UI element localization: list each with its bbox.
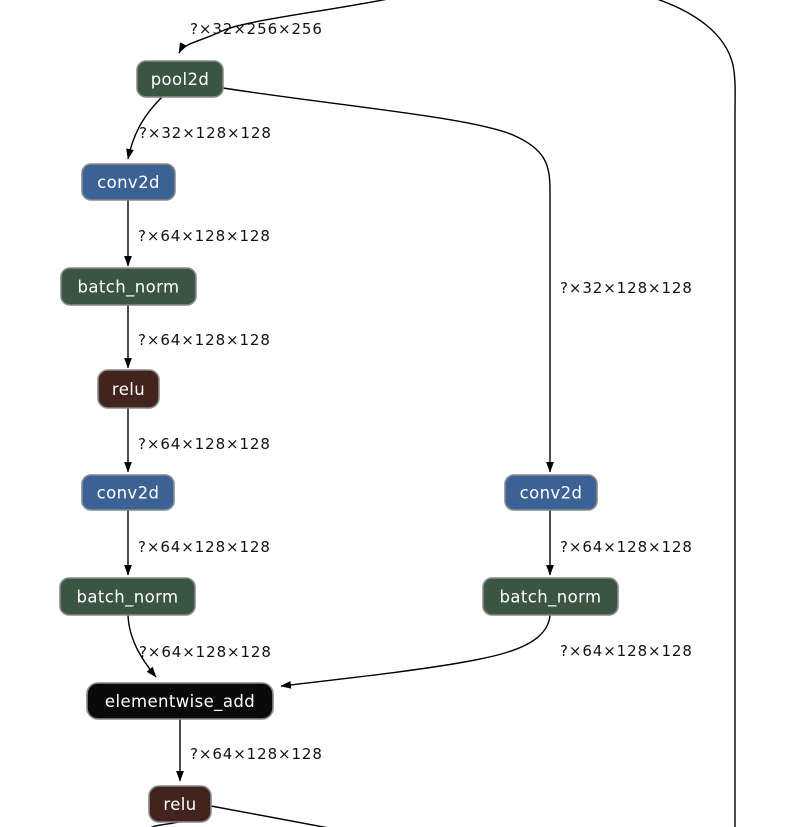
edge-pool2d-to-conv2d-left bbox=[126, 96, 163, 160]
node-elementwise-add[interactable]: elementwise_add bbox=[86, 682, 274, 720]
edge-label-shape: ?×32×128×128 bbox=[560, 279, 693, 297]
node-relu-2-box bbox=[148, 785, 212, 823]
edge-batchnorm-to-elementwiseadd-left bbox=[127, 614, 157, 678]
node-batch-norm-2[interactable]: batch_norm bbox=[59, 577, 196, 616]
node-relu-1-box bbox=[97, 369, 160, 409]
node-conv2d-2-box bbox=[81, 474, 175, 511]
edge-skip-connection-right bbox=[657, 0, 736, 827]
edge-label-shape: ?×64×128×128 bbox=[138, 435, 271, 453]
edge-batchnorm-to-elementwiseadd-right bbox=[280, 614, 551, 689]
edge-label-shape: ?×64×128×128 bbox=[139, 643, 272, 661]
edge-pool2d-to-conv2d-right bbox=[222, 87, 554, 473]
node-pool2d[interactable]: pool2d bbox=[136, 60, 224, 98]
node-conv2d-3[interactable]: conv2d bbox=[504, 474, 598, 511]
node-conv2d-3-box bbox=[504, 474, 598, 511]
node-pool2d-box bbox=[136, 60, 224, 98]
node-batch-norm-3-box bbox=[482, 577, 619, 616]
node-batch-norm-3[interactable]: batch_norm bbox=[482, 577, 619, 616]
node-relu-1[interactable]: relu bbox=[97, 369, 160, 409]
node-conv2d-1-box bbox=[81, 163, 176, 201]
node-batch-norm-2-label: batch_norm bbox=[77, 588, 179, 608]
node-conv2d-1-label: conv2d bbox=[97, 173, 160, 192]
edge-label-shape: ?×64×128×128 bbox=[138, 227, 271, 245]
edge-label-shape: ?×32×128×128 bbox=[139, 124, 272, 142]
node-relu-2[interactable]: relu bbox=[148, 785, 212, 823]
node-batch-norm-2-box bbox=[59, 577, 196, 616]
node-conv2d-1[interactable]: conv2d bbox=[81, 163, 176, 201]
node-conv2d-3-label: conv2d bbox=[520, 484, 583, 503]
node-relu-1-label: relu bbox=[112, 380, 145, 399]
node-relu-2-label: relu bbox=[163, 795, 196, 814]
node-batch-norm-1[interactable]: batch_norm bbox=[60, 267, 197, 306]
edge-label-shape: ?×64×128×128 bbox=[190, 745, 323, 763]
node-pool2d-label: pool2d bbox=[151, 70, 210, 89]
node-batch-norm-1-box bbox=[60, 267, 197, 306]
edge-label-shape: ?×64×128×128 bbox=[138, 331, 271, 349]
edge-label-shape: ?×64×128×128 bbox=[560, 642, 693, 660]
node-batch-norm-3-label: batch_norm bbox=[500, 588, 602, 608]
edge-label-shape: ?×32×256×256 bbox=[190, 20, 323, 38]
edge-label-shape: ?×64×128×128 bbox=[138, 538, 271, 556]
edge-input-to-pool2d bbox=[178, 0, 387, 54]
edge-relu-output-right bbox=[210, 805, 328, 827]
node-batch-norm-1-label: batch_norm bbox=[78, 278, 180, 298]
node-elementwise-add-label: elementwise_add bbox=[105, 692, 255, 712]
node-conv2d-2[interactable]: conv2d bbox=[81, 474, 175, 511]
node-elementwise-add-box bbox=[86, 682, 274, 720]
node-conv2d-2-label: conv2d bbox=[97, 484, 160, 503]
edge-label-shape: ?×64×128×128 bbox=[560, 538, 693, 556]
